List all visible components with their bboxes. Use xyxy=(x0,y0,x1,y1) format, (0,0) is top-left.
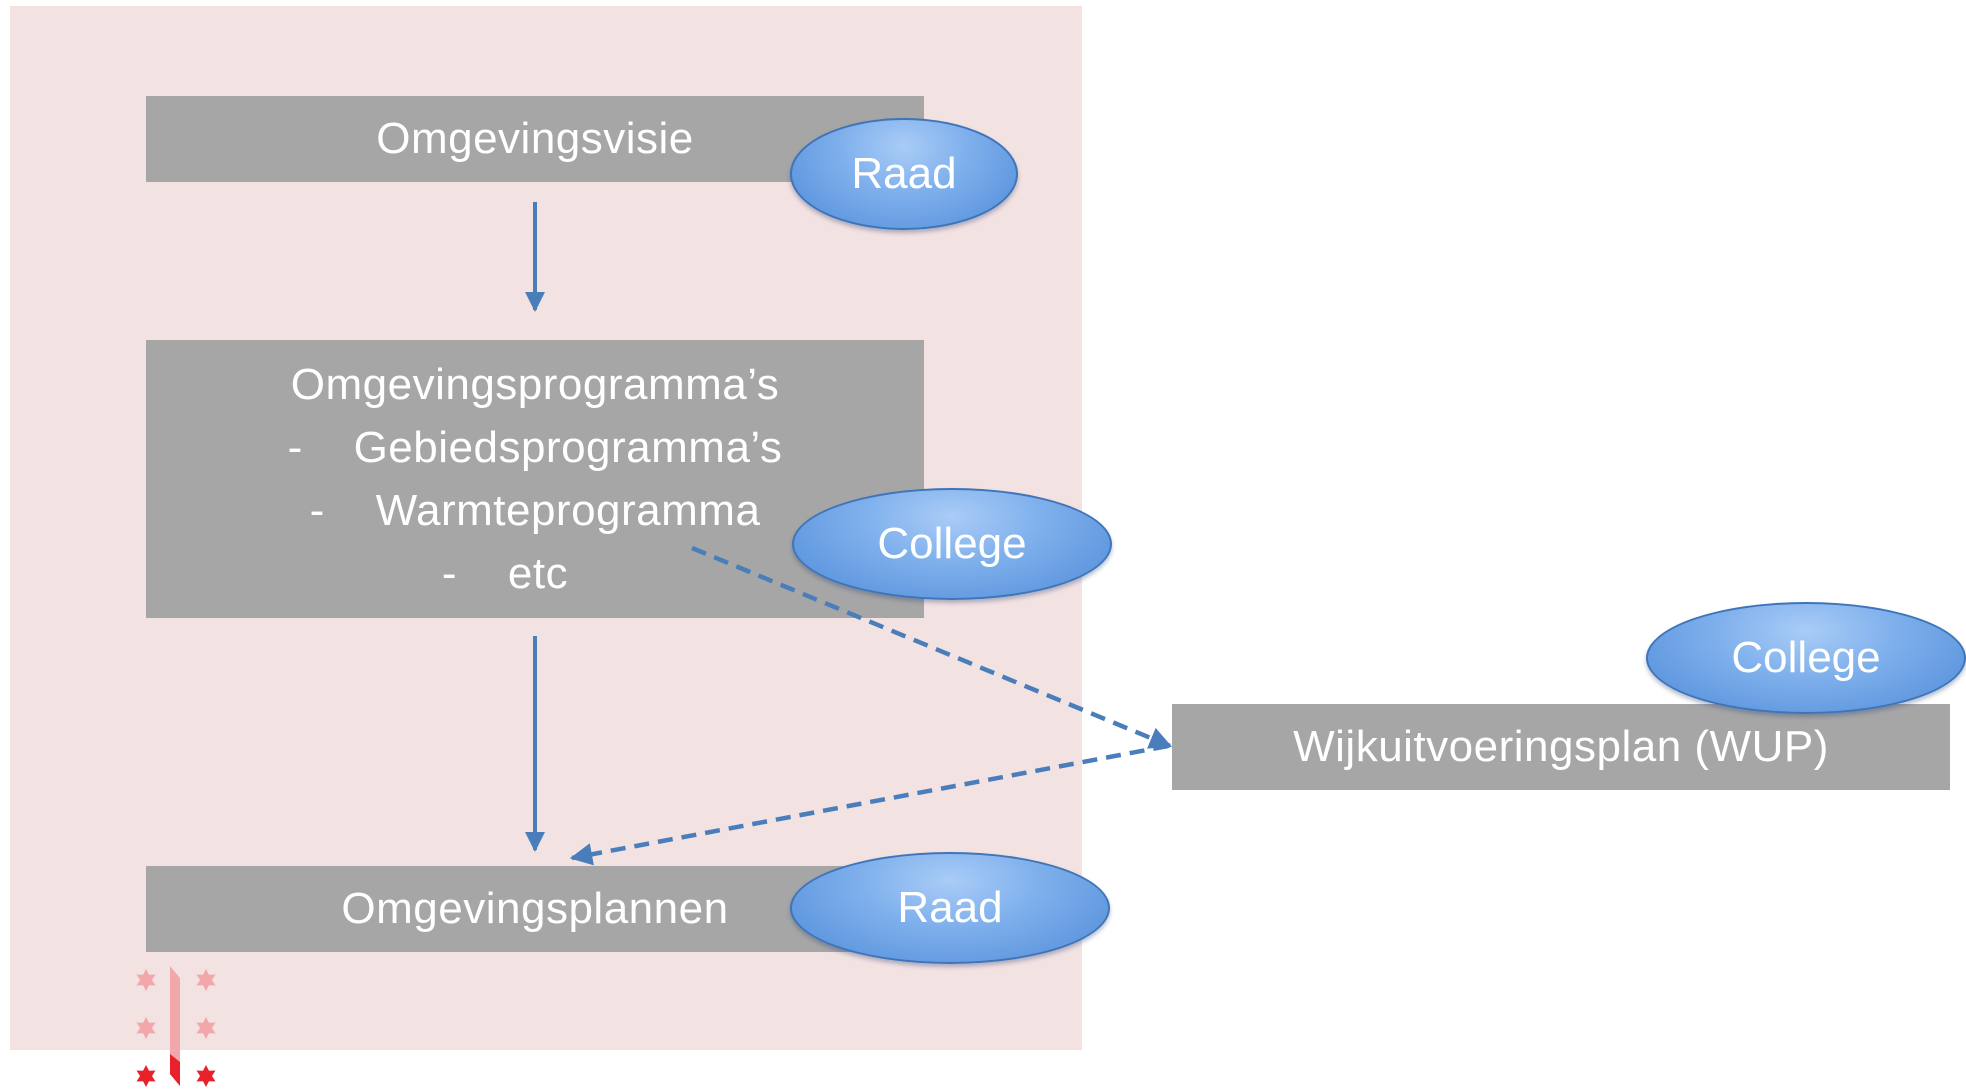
arrow-wup-to-plannen xyxy=(569,743,1169,866)
badge-college-programmas: College xyxy=(792,488,1112,600)
badge-raad-plannen: Raad xyxy=(790,852,1110,964)
badge-college-wup: College xyxy=(1646,602,1966,714)
node-wup-label: Wijkuitvoeringsplan (WUP) xyxy=(1293,722,1829,771)
arrow-programmas-to-wup xyxy=(691,545,1173,749)
node-omgevingsvisie-label: Omgevingsvisie xyxy=(376,114,694,163)
node-omgevingsprogrammas: Omgevingsprogramma’s - Gebiedsprogramma’… xyxy=(146,340,924,618)
badge-raad-visie: Raad xyxy=(790,118,1018,230)
list-item: - etc xyxy=(441,549,569,598)
node-omgevingsprogrammas-title: Omgevingsprogramma’s xyxy=(290,360,780,409)
amsterdam-crosses-logo-icon xyxy=(136,966,216,1087)
node-omgevingsplannen-label: Omgevingsplannen xyxy=(341,884,729,933)
list-item: - Warmteprogramma xyxy=(309,486,761,535)
list-item: - Gebiedsprogramma’s xyxy=(287,423,783,472)
node-wijkuitvoeringsplan: Wijkuitvoeringsplan (WUP) xyxy=(1172,704,1950,790)
